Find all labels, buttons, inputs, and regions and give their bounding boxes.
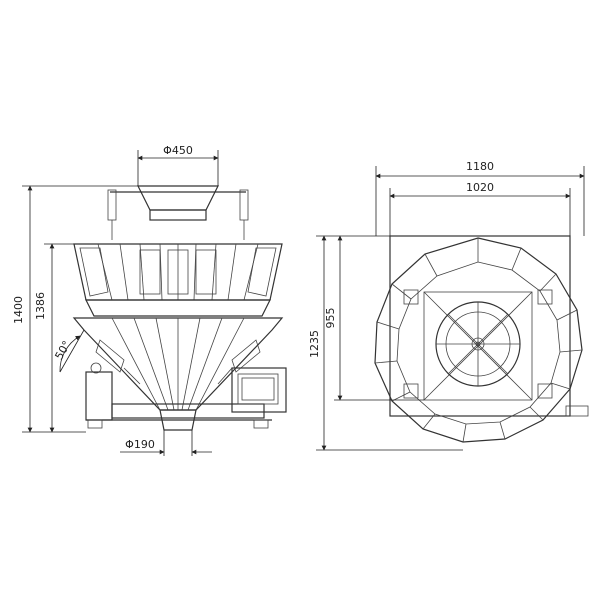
dim-plan-height-body: 955	[324, 308, 337, 329]
front-view	[72, 185, 287, 431]
dim-body-height: 1386	[34, 292, 47, 320]
dim-plan-height-total: 1235	[308, 330, 321, 358]
dim-total-height: 1400	[12, 296, 25, 324]
front-view-dimensions: Φ450 Φ190 1400 1386 50°	[12, 144, 219, 456]
plan-view-dimensions: 1180 1020 1235 955	[308, 160, 585, 451]
dim-top-diameter: Φ450	[163, 144, 193, 157]
dim-plan-width-inner: 1020	[466, 181, 494, 194]
dim-plan-width-outer: 1180	[466, 160, 494, 173]
dim-angle: 50°	[52, 339, 73, 362]
dim-bottom-diameter: Φ190	[125, 438, 155, 451]
plan-view	[374, 235, 589, 443]
